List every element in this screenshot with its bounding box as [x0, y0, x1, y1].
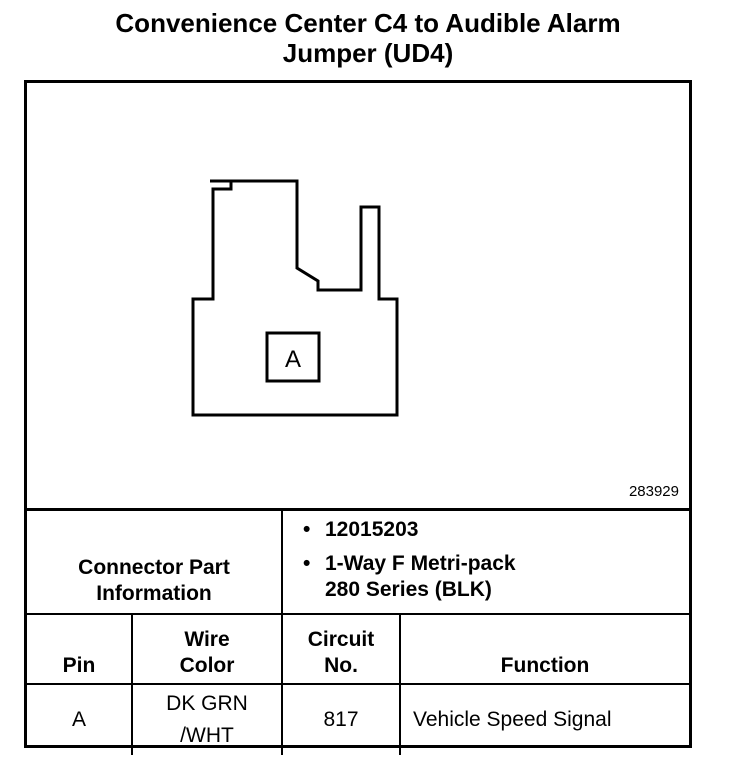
cavity-a-label: A — [285, 346, 301, 373]
connector-frame: A 283929 Connector Part Information •120… — [24, 80, 692, 755]
connector-info-values: •12015203 • 1-Way F Metri-pack 280 Serie… — [281, 511, 689, 615]
description-item: • 1-Way F Metri-pack 280 Series (BLK) — [303, 552, 516, 601]
wire-color-cell: DK GRN/WHT — [131, 683, 283, 755]
part-number-item: •12015203 — [303, 518, 419, 541]
connector-body-outline — [191, 179, 399, 417]
cavity-a-box — [265, 331, 321, 383]
function-cell: Vehicle Speed Signal — [399, 683, 689, 755]
page-title: Convenience Center C4 to Audible Alarm J… — [0, 8, 736, 68]
function-header: Function — [399, 613, 689, 685]
circuit-cell: 817 — [281, 683, 401, 755]
connector-diagram: A 283929 — [27, 83, 689, 511]
title-line-1: Convenience Center C4 to Audible Alarm — [115, 8, 621, 38]
title-line-2: Jumper (UD4) — [282, 38, 454, 68]
pin-header: Pin — [27, 613, 133, 685]
connector-info-label: Connector Part Information — [27, 511, 283, 615]
connector-table: Connector Part Information •12015203 • 1… — [27, 511, 689, 755]
connector-outline-svg: A — [191, 179, 399, 417]
pin-cell: A — [27, 683, 133, 755]
table-row: A DK GRN/WHT 817 Vehicle Speed Signal — [27, 683, 689, 755]
reference-number: 283929 — [628, 483, 679, 500]
connector-info-row: Connector Part Information •12015203 • 1… — [27, 511, 689, 615]
